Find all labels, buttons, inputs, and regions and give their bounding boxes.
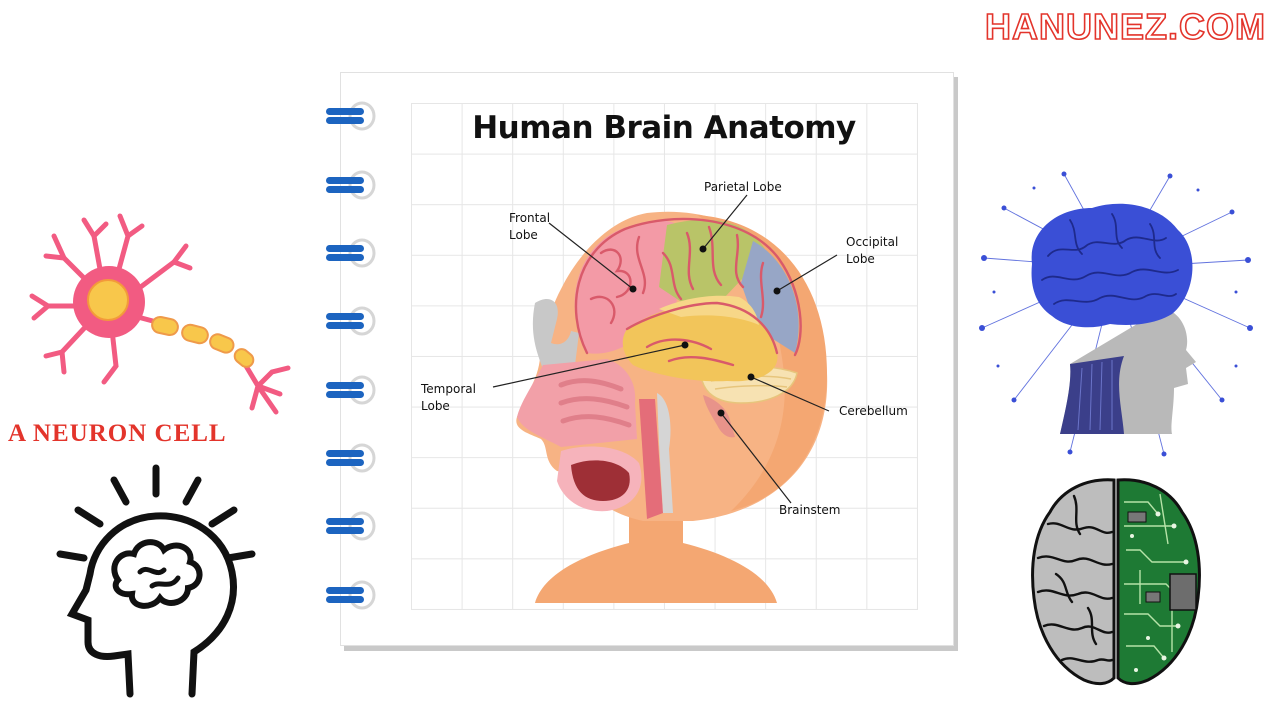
brain-anatomy-illustration (411, 103, 917, 609)
neuron-cell-icon (24, 206, 294, 416)
binder-ring-icon (324, 443, 378, 473)
temporal-lobe-label: Temporal Lobe (421, 382, 476, 413)
digital-brain-head-icon (974, 168, 1258, 462)
occipital-lobe-label: Occipital Lobe (846, 235, 899, 266)
brainstem-label: Brainstem (779, 503, 841, 517)
binder-ring-icon (324, 101, 378, 131)
cerebellum-label: Cerebellum (839, 404, 908, 418)
head-brain-outline-icon (56, 462, 266, 702)
binder-ring-icon (324, 375, 378, 405)
binder-ring-icon (324, 580, 378, 610)
binder-ring-icon (324, 306, 378, 336)
neuron-cell-label: A NEURON CELL (8, 420, 227, 447)
binder-ring-icon (324, 238, 378, 268)
binder-ring-icon (324, 511, 378, 541)
diagram-title: Human Brain Anatomy (472, 110, 856, 146)
binder-ring-icon (324, 170, 378, 200)
circuit-brain-icon (1028, 474, 1204, 688)
parietal-lobe-label: Parietal Lobe (704, 180, 782, 194)
brand-logo-text: HANUNEZ.COM (984, 5, 1266, 48)
frontal-lobe-label: Frontal Lobe (509, 211, 551, 242)
